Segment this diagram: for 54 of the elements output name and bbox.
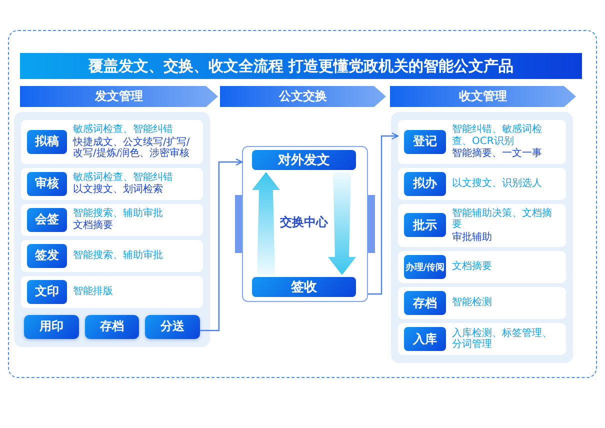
item-card [398,287,566,319]
item-card [21,168,203,200]
feature-text: 智能排版 [73,286,113,298]
stage-panel [14,112,210,346]
step-label: 拟稿 [27,130,67,154]
action-button: 用印 [24,314,79,338]
step-label: 批示 [404,213,446,238]
feature-text: 文档摘要 [73,220,114,232]
item-card [21,204,203,236]
title-banner: 覆盖发文、交换、收文全流程 打造更懂党政机关的智能公文产品 [20,53,582,79]
action-button: 存档 [84,314,140,338]
feature-text: 敏感词检查、智能纠错 [73,172,173,183]
connector-arrow [200,158,243,332]
feature-text: 智能搜索、辅助审批 [73,208,163,219]
section-header-banner: 收文管理 [390,86,576,107]
feature-text: 智能纠错、敏感词检查、OCR识别 [452,124,543,147]
item-card [398,204,566,247]
feature-text: 文档摘要 [452,261,492,273]
step-label: 审核 [27,172,67,196]
item-card [21,120,203,164]
block-arrow [252,172,280,275]
item-card [398,168,566,200]
connector-arrow [368,132,399,295]
step-label: 签发 [27,244,67,268]
feature-text: 智能搜索、辅助审批 [73,250,163,262]
step-label: 会签 [27,208,67,232]
item-card [21,276,203,308]
action-button: 分送 [145,314,200,338]
step-label: 登记 [404,130,446,154]
feature-text: 快捷成文、公文续写/扩写/改写/提炼/润色、涉密审核 [73,136,191,160]
step-label: 拟办 [404,172,446,196]
section-header-banner: 发文管理 [20,86,218,107]
feature-text: 审批辅助 [452,232,493,243]
step-label: 办理/传阅 [404,255,446,279]
feature-text: 以文搜文、识别选人 [452,178,542,190]
section-header-banner: 公文交换 [220,86,386,107]
stage-panel [391,112,573,363]
step-label: 文印 [27,280,67,304]
step-label: 存档 [404,291,446,315]
feature-text: 智能检测 [452,297,492,309]
item-card [21,240,203,272]
feature-text: 智能摘要、一文一事 [452,148,543,160]
feature-text: 智能辅助决策、文档摘要 [452,208,553,230]
exchange-step: 签收 [252,277,356,297]
feature-text: 以文搜文、划词检索 [73,184,164,196]
step-label: 入库 [404,327,446,351]
feature-text: 敏感词检查、智能纠错 [73,124,174,136]
feature-text: 入库检测、标签管理、分词管理 [452,328,553,350]
item-card [398,251,566,283]
block-arrow [328,172,356,275]
item-card [398,120,566,164]
center-label: 交换中心 [280,214,328,231]
item-card [398,323,566,355]
exchange-step: 对外发文 [252,150,356,170]
